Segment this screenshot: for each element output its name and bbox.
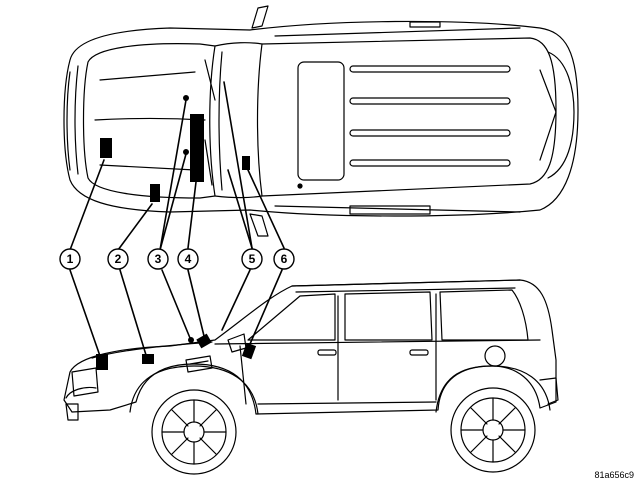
- callout-number-4: 4: [185, 252, 192, 266]
- vehicle-top-view: [63, 5, 579, 237]
- callout-number-1: 1: [67, 252, 74, 266]
- callout-circle-1: [59, 248, 81, 270]
- vehicle-side-view: [63, 279, 559, 475]
- callout-number-5: 5: [249, 252, 256, 266]
- label-marker-top-6: [242, 156, 250, 170]
- label-marker-top-4: [190, 114, 204, 182]
- leader-lines: [69, 81, 285, 357]
- callout-circle-3: [147, 248, 169, 270]
- label-marker-top-3a: [183, 95, 189, 101]
- callout-circle-4: [177, 248, 199, 270]
- callout-number-2: 2: [115, 252, 122, 266]
- label-marker-side-2: [142, 354, 154, 364]
- label-marker-side-4: [196, 333, 212, 349]
- callout-circle-6: [273, 248, 295, 270]
- figure-reference-code: 81a656c9: [594, 470, 634, 480]
- callout-circle-2: [107, 248, 129, 270]
- label-marker-top-2: [150, 184, 160, 202]
- callout-number-3: 3: [155, 252, 162, 266]
- callout-circle-5: [241, 248, 263, 270]
- label-marker-side-6: [241, 342, 257, 360]
- label-marker-top-1: [100, 138, 112, 158]
- callout-number-6: 6: [281, 252, 288, 266]
- label-marker-top-3b: [183, 149, 189, 155]
- label-marker-side-3: [188, 337, 194, 343]
- label-marker-side-1: [96, 354, 108, 370]
